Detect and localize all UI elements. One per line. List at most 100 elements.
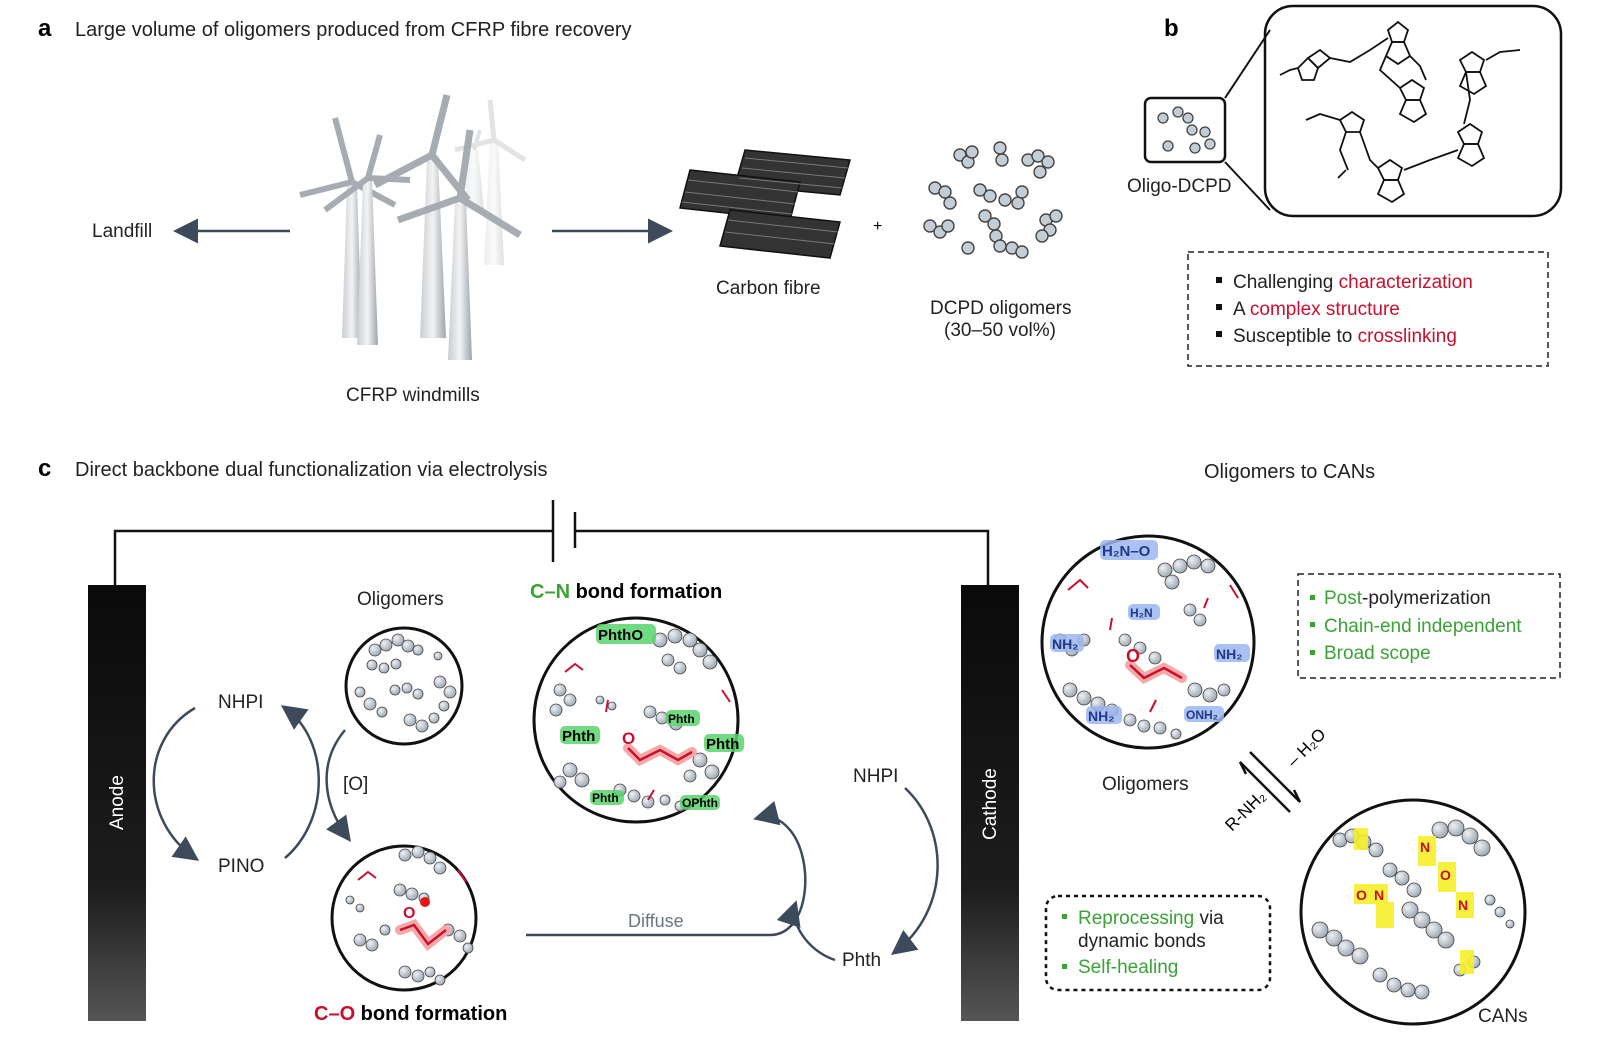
cans-section-title: Oligomers to CANs [1204,461,1375,483]
panel-b-bullet-3: Susceptible to crosslinking [1216,326,1457,347]
panel-b-challenges-box [1187,251,1549,367]
co-bond-suffix: bond formation [355,1003,507,1025]
byproduct-label: – H₂O [1283,725,1329,771]
panel-a-letter: a [38,15,52,42]
cans-label-h2n: H₂N [1130,606,1153,620]
arrow-nhpi-to-pino [152,706,200,861]
cans-label-nh2-3: NH₂ [1088,708,1114,724]
co-aldehyde-1 [357,870,377,881]
cn-bond-prefix: C–N [530,581,570,603]
svg-text:Susceptible to crosslinking: Susceptible to crosslinking [1233,326,1457,347]
feature-bottom-1-rest: via [1194,908,1224,929]
h2n-highlight [1128,604,1160,620]
oligomers-cans-label: Oligomers [1102,774,1189,795]
oxidant-label: [O] [343,774,368,795]
arrow-pino-to-nhpi [280,705,320,859]
cn-ketone-1 [605,699,609,713]
features-top-box [1297,573,1561,679]
cans-ketone-3 [1149,699,1157,713]
feature-top-2: Chain-end independent [1310,616,1522,637]
co-bond-prefix: C–O [314,1003,355,1025]
cn-phth-highlight-1 [560,726,600,744]
carbon-fibre-label: Carbon fibre [716,278,821,299]
cans-label-nh2-2: NH₂ [1052,636,1078,652]
svg-text:O: O [1126,646,1140,666]
bullet-2-prefix: A [1233,299,1250,320]
cans-label-h2no: H₂N–O [1102,543,1151,560]
cans-aldehyde-2 [1229,584,1239,599]
svg-text:Reprocessing via: Reprocessing via [1078,908,1224,929]
landfill-label: Landfill [92,221,152,242]
feature-top-2-highlight: Chain-end independent [1324,616,1522,637]
reagent-label: R-NH₂ [1221,787,1269,835]
cn-bond-suffix: bond formation [570,581,722,603]
cn-label-phthO: PhthO [598,627,643,644]
svg-text:Post-polymerization: Post-polymerization [1324,588,1491,609]
svg-text:A complex structure: A complex structure [1233,299,1400,320]
svg-text:Challenging characterization: Challenging characterization [1233,272,1473,293]
cn-ophth-highlight [680,795,720,810]
nh2-highlight-1 [1214,644,1250,662]
svg-text:N: N [1458,897,1468,913]
feature-bottom-1: Reprocessing via dynamic bonds [1062,908,1224,952]
feature-top-1-rest: -polymerization [1362,588,1491,609]
feature-bottom-2-highlight: Self-healing [1078,957,1178,978]
feature-top-1: Post-polymerization [1310,588,1491,609]
anode-electrode [88,585,146,1021]
feature-bottom-1-line2: dynamic bonds [1078,931,1206,952]
arrow-oxidation [325,729,351,843]
zoom-line-bottom [1224,161,1271,211]
dcpd-label-line2: (30–50 vol%) [944,320,1056,341]
feature-bottom-2: Self-healing [1062,957,1178,978]
cn-aldehyde-1 [564,662,584,673]
cn-label-phth-3: Phth [706,736,739,753]
oligo-dcpd-structure-box [1263,4,1563,218]
svg-text:N: N [1374,887,1384,903]
features-bottom-box [1044,894,1272,992]
svg-text:O: O [622,729,635,748]
cn-ketone-2 [647,789,655,801]
panel-b-bullet-2: A complex structure [1216,299,1400,320]
nh2-highlight-2 [1050,634,1084,652]
feature-bottom-1-highlight: Reprocessing [1078,908,1194,929]
cn-bond-circle-beads [549,628,720,812]
nh2-highlight-3 [1086,706,1122,724]
oligomers-circle-beads [354,633,457,733]
cn-enone-highlight: O [622,729,697,767]
cn-aldehyde-2 [721,689,731,703]
co-enone-oxygen: O [403,905,415,922]
cn-phth-highlight-3 [704,734,744,752]
svg-text:C–N bond formation: C–N bond formation [530,581,722,603]
circuit-wire [113,500,990,585]
dcpd-label-line1: DCPD oligomers [930,298,1071,319]
cn-label-phth-2: Phth [668,712,695,726]
co-enone-bonds [399,923,447,946]
radical-site-dot [420,897,430,907]
cn-phthO-highlight [596,624,656,644]
cathode-electrode [961,585,1019,1021]
cn-label-phth-4: Phth [592,791,619,805]
svg-text:Chain-end independent: Chain-end independent [1324,616,1522,637]
cn-phth-highlight-2 [666,710,700,726]
arrow-nhpi-to-phth [891,787,939,956]
carbon-fibre-illustration [679,149,851,259]
cn-phth-highlight-4 [590,790,624,805]
cans-aldehyde-1 [1067,578,1089,591]
cans-label-onh2: ONH₂ [1186,708,1218,722]
diffuse-arrow [526,801,807,937]
equilibrium-arrows [1238,751,1302,813]
anode-label: Anode [107,775,128,830]
oligo-dcpd-label: Oligo-DCPD [1127,176,1232,197]
cans-label-nh2-1: NH₂ [1216,646,1242,662]
svg-text:Self-healing: Self-healing [1078,957,1178,978]
bullet-1-highlight: characterization [1339,272,1473,293]
co-aldehyde-2 [457,869,467,883]
h2n-o-highlight [1100,540,1158,560]
svg-text:N: N [1420,839,1430,855]
arrow-phth-to-diffuse [776,900,836,962]
onh2-highlight [1184,706,1224,722]
oligo-dcpd-structure [1279,20,1521,204]
zoom-line-top [1224,29,1271,99]
dcpd-oligomers-illustration [923,141,1063,259]
